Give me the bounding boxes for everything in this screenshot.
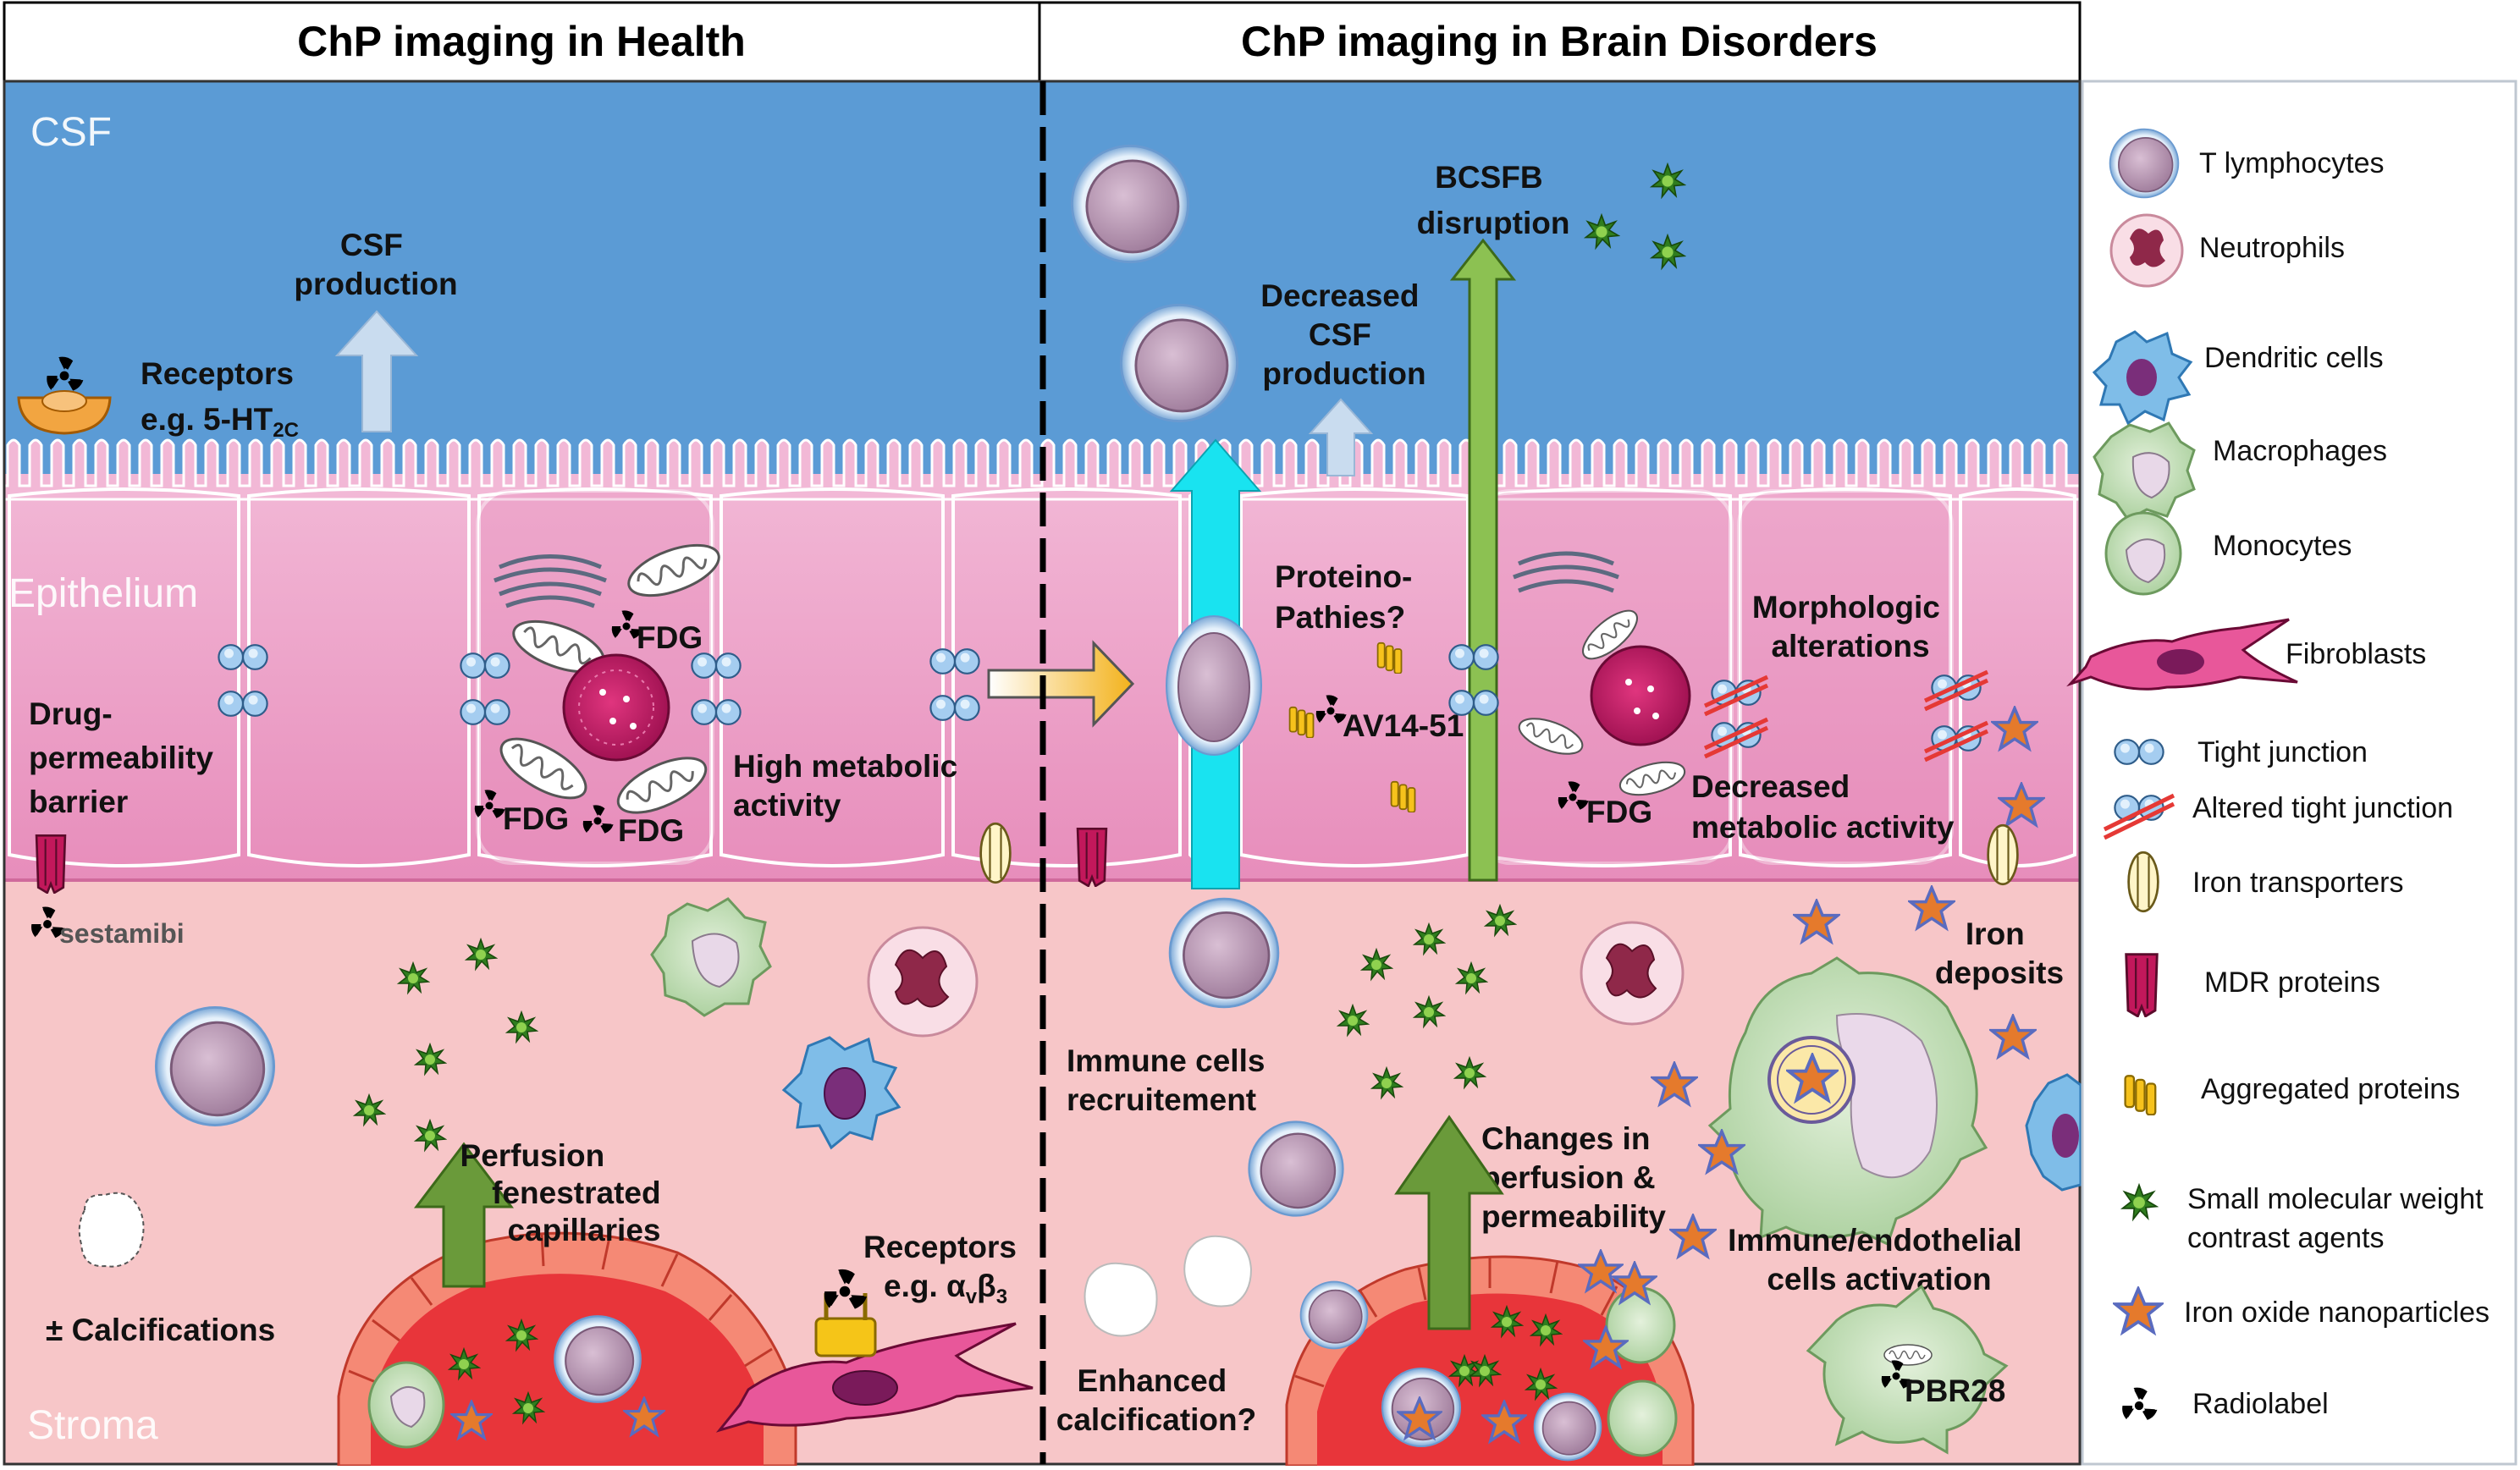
legend-label: Tight junction (2197, 736, 2368, 768)
fdg-label-3: FDG (618, 813, 684, 848)
perfusion-arrow (413, 1142, 515, 1288)
bcsfb-arrow (1449, 238, 1517, 882)
legend-label: Altered tight junction (2192, 792, 2453, 824)
nucleus-health (562, 653, 670, 762)
epithelial-cell (951, 487, 1182, 867)
drug-barrier-label: Drug- permeability barrier (29, 696, 222, 819)
legend-label: Dendritic cells (2204, 342, 2384, 374)
sestamibi-label: sestamibi (59, 918, 185, 949)
neutrophil-icon (2109, 213, 2184, 288)
t-lymphocyte-stroma (154, 1005, 276, 1127)
epithelium-label: Epithelium (8, 571, 198, 616)
decreased-csf-arrow (1308, 398, 1374, 476)
calcification-health (78, 1192, 145, 1268)
macrophage-stroma (650, 897, 772, 1017)
av14-label: AV14-51 (1343, 708, 1464, 743)
proteinopathies-label: Proteino- Pathies? (1275, 559, 1421, 635)
header-bar (3, 1, 2082, 83)
legend-label: Radiolabel (2192, 1388, 2329, 1420)
neutrophil-stroma (867, 926, 979, 1038)
calcification-disorders-1 (1084, 1262, 1158, 1337)
changes-perfusion-arrow (1394, 1115, 1504, 1330)
csf-label: CSF (30, 110, 112, 155)
receptor-5ht2c (17, 355, 112, 435)
altered-tight-junction-icon (2103, 793, 2175, 840)
legend-label: MDR proteins (2204, 966, 2380, 999)
legend-label: contrast agents (2187, 1222, 2384, 1254)
stroma-label: Stroma (27, 1403, 158, 1448)
legend-label: Aggregated proteins (2201, 1073, 2460, 1105)
legend-label: Iron oxide nanoparticles (2184, 1297, 2490, 1329)
legend-label: T lymphocytes (2199, 147, 2385, 179)
epithelial-cell (720, 487, 945, 867)
mdr-protein-health (35, 834, 67, 894)
immune-endothelial-label: Immune/endothelial cells activation (1728, 1223, 2031, 1297)
decreased-metabolic-label: Decreased metabolic activity (1691, 769, 1955, 845)
perfusion-label: Perfusion fenestrated capillaries (460, 1138, 670, 1247)
header-disorders: ChP imaging in Brain Disorders (1241, 18, 1878, 65)
macrophage-icon (2093, 421, 2196, 521)
transition-arrow (987, 640, 1135, 728)
highlighted-epithelial-cell (1737, 489, 1954, 865)
neutrophil-stroma-2 (1580, 921, 1685, 1026)
calcifications-label: ± Calcifications (46, 1313, 275, 1347)
macrophage-large (1707, 956, 1988, 1247)
epithelial-cell (1739, 487, 1952, 867)
dendritic-cell-icon (2092, 330, 2193, 426)
t-lymphocyte-transmigrating (1166, 615, 1262, 756)
t-lymphocyte-icon (2109, 128, 2180, 199)
iron-deposits-label: Iron deposits (1935, 917, 2064, 990)
csf-production-label: CSF production (294, 228, 457, 301)
legend: T lymphocytes Neutrophils Dendritic cell… (2066, 128, 2490, 1421)
enhanced-calc-label: Enhanced calcification? (1056, 1363, 1256, 1437)
receptors-5ht-label: Receptors e.g. 5-HT2C (141, 356, 302, 442)
pbr28-cell (1806, 1284, 2009, 1455)
legend-panel (2081, 80, 2517, 1466)
dendritic-cell-edge (2025, 1073, 2082, 1192)
receptors-avb3-label: Receptors e.g. αvβ3 (863, 1230, 1025, 1308)
t-lymphocyte-csf-2 (1119, 303, 1239, 423)
epithelial-cell (1239, 487, 1470, 867)
decreased-csf-label: Decreased CSF production (1260, 278, 1427, 391)
calcification-disorders-2 (1183, 1235, 1253, 1308)
altered-tight-junctions (1703, 669, 1989, 763)
bcsfb-label: BCSFB disruption (1417, 160, 1570, 240)
monocyte-icon (2104, 511, 2182, 596)
monocyte-vessel-health (367, 1361, 445, 1449)
dendritic-cell-stroma (781, 1036, 902, 1150)
fdg-label-1: FDG (637, 620, 703, 655)
golgi-apparatus-2 (1513, 551, 1619, 593)
header-health: ChP imaging in Health (297, 18, 746, 65)
fdg-label-2: FDG (503, 801, 569, 836)
pbr28-label: PBR28 (1905, 1374, 2005, 1408)
epithelial-cell (1476, 487, 1732, 867)
csf-production-arrow (334, 310, 419, 432)
morphologic-label: Morphologic alterations (1752, 590, 1949, 663)
immune-recruit-label: Immune cells recruitement (1067, 1043, 1274, 1117)
fibroblast-icon (2066, 618, 2298, 691)
golgi-apparatus (494, 554, 607, 608)
nucleus-disorders (1590, 645, 1691, 746)
fdg-label-4: FDG (1586, 795, 1652, 829)
t-lymphocyte-csf-1 (1070, 144, 1190, 264)
legend-label: Iron transporters (2192, 867, 2403, 899)
epithelial-cell (8, 487, 240, 867)
legend-label: Fibroblasts (2286, 638, 2426, 670)
epithelial-cell (477, 487, 713, 867)
iron-transporter-icon (2127, 851, 2159, 913)
mdr-protein-icon (2125, 953, 2159, 1017)
fibroblast-health (715, 1293, 1034, 1433)
legend-label: Macrophages (2213, 435, 2387, 467)
mdr-protein-disorders (1076, 827, 1108, 887)
legend-label: Small molecular weight (2187, 1183, 2484, 1215)
high-metabolic-label: High metabolic activity (733, 749, 966, 823)
legend-label: Neutrophils (2199, 232, 2345, 264)
legend-label: Monocytes (2213, 530, 2352, 562)
changes-perfusion-label: Changes in perfusion & permeability (1481, 1121, 1666, 1234)
epithelial-cell (247, 487, 471, 867)
